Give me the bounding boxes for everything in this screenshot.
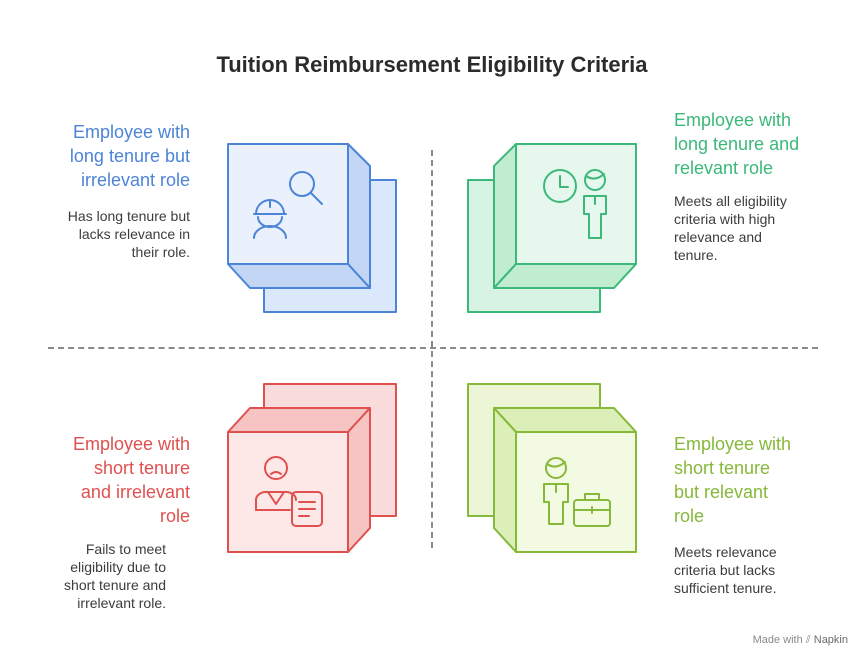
- quadrant-3-graphic: [227, 383, 397, 553]
- search-icon: [289, 171, 323, 205]
- vertical-divider: [431, 150, 433, 548]
- quadrant-1-title: Employee with long tenure but irrelevant…: [69, 122, 190, 190]
- quadrant-4-graphic: [467, 383, 637, 553]
- worker-icon: [253, 199, 287, 239]
- quadrant-2-description: Meets all eligibility criteria with high…: [674, 193, 787, 263]
- person-icon: [543, 457, 569, 525]
- person-icon: [583, 169, 607, 239]
- quadrant-1-description: Has long tenure but lacks relevance in t…: [67, 208, 190, 260]
- document-icon: [291, 491, 323, 527]
- page-title: Tuition Reimbursement Eligibility Criter…: [216, 52, 648, 77]
- quadrant-3-title: Employee with short tenure and irrelevan…: [72, 434, 190, 526]
- footer-attribution: Made with ⫽ Napkin: [752, 634, 848, 646]
- quadrant-4-title: Employee with short tenure but relevant …: [674, 434, 792, 526]
- sad-person-icon: [255, 456, 297, 511]
- briefcase-icon: [573, 493, 611, 527]
- horizontal-divider: [48, 347, 818, 349]
- quadrant-3-description: Fails to meet eligibility due to short t…: [64, 541, 166, 611]
- clock-icon: [543, 169, 577, 203]
- quadrant-1-graphic: [227, 143, 397, 313]
- quadrant-4-description: Meets relevance criteria but lacks suffi…: [674, 544, 777, 596]
- quadrant-2-title: Employee with long tenure and relevant r…: [674, 110, 800, 178]
- quadrant-2-graphic: [467, 143, 637, 313]
- napkin-icon: ⫽: [805, 634, 811, 646]
